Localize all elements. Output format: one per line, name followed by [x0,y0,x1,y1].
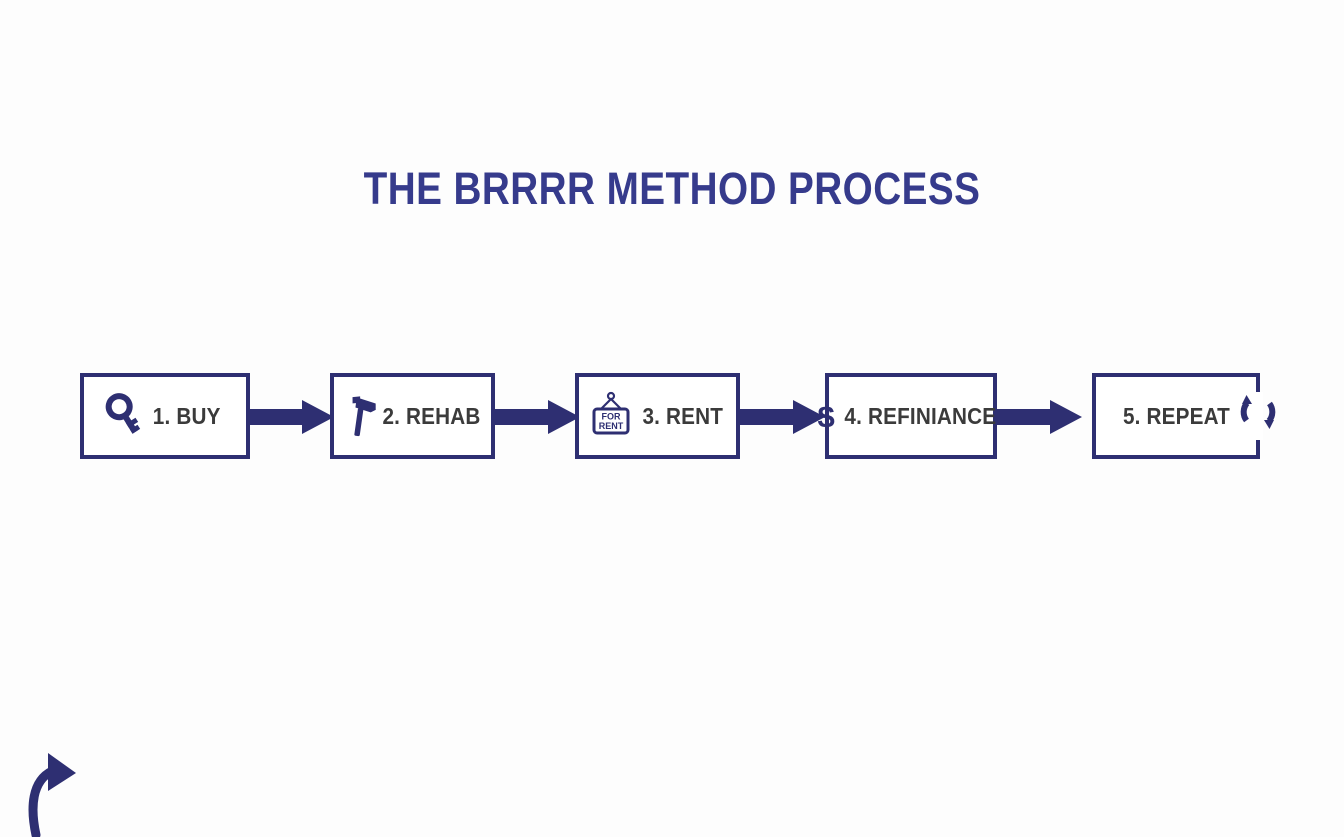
step-label-buy: 1. BUY [153,402,221,429]
key-icon [105,393,145,439]
connector-arrow-rent-to-refinance [739,400,825,434]
process-flow-strip: 1. BUY 2. RE [0,370,1344,837]
step-label-rehab: 2. REHAB [382,402,481,429]
step-label-refinance: 4. REFINIANCE [844,402,997,429]
step-box-repeat[interactable]: 5. REPEAT [1092,373,1260,459]
step-label-rent: 3. RENT [642,402,723,429]
entry-curved-arrow-icon [26,745,86,837]
step-box-rehab[interactable]: 2. REHAB [330,373,495,459]
step-box-rent[interactable]: FOR RENT 3. RENT [575,373,740,459]
dollar-sign-icon: $ [817,398,835,434]
svg-text:FOR: FOR [601,412,620,422]
connector-arrow-rehab-to-rent [494,400,580,434]
repeat-box-border-gap [1249,392,1263,440]
connector-arrow-buy-to-rehab [248,400,334,434]
hammer-icon [339,393,379,439]
step-box-buy[interactable]: 1. BUY [80,373,250,459]
connector-arrow-refinance-to-repeat [996,400,1082,434]
brrrr-process-diagram: THE BRRRR METHOD PROCESS [0,163,1344,837]
step-box-refinance[interactable]: $ 4. REFINIANCE [818,373,997,459]
page-title: THE BRRRR METHOD PROCESS [363,163,981,214]
step-label-repeat: 5. REPEAT [1122,402,1230,429]
svg-text:RENT: RENT [598,421,623,431]
for-rent-sign-icon: FOR RENT [588,391,634,441]
cycle-refresh-icon [1236,390,1280,434]
